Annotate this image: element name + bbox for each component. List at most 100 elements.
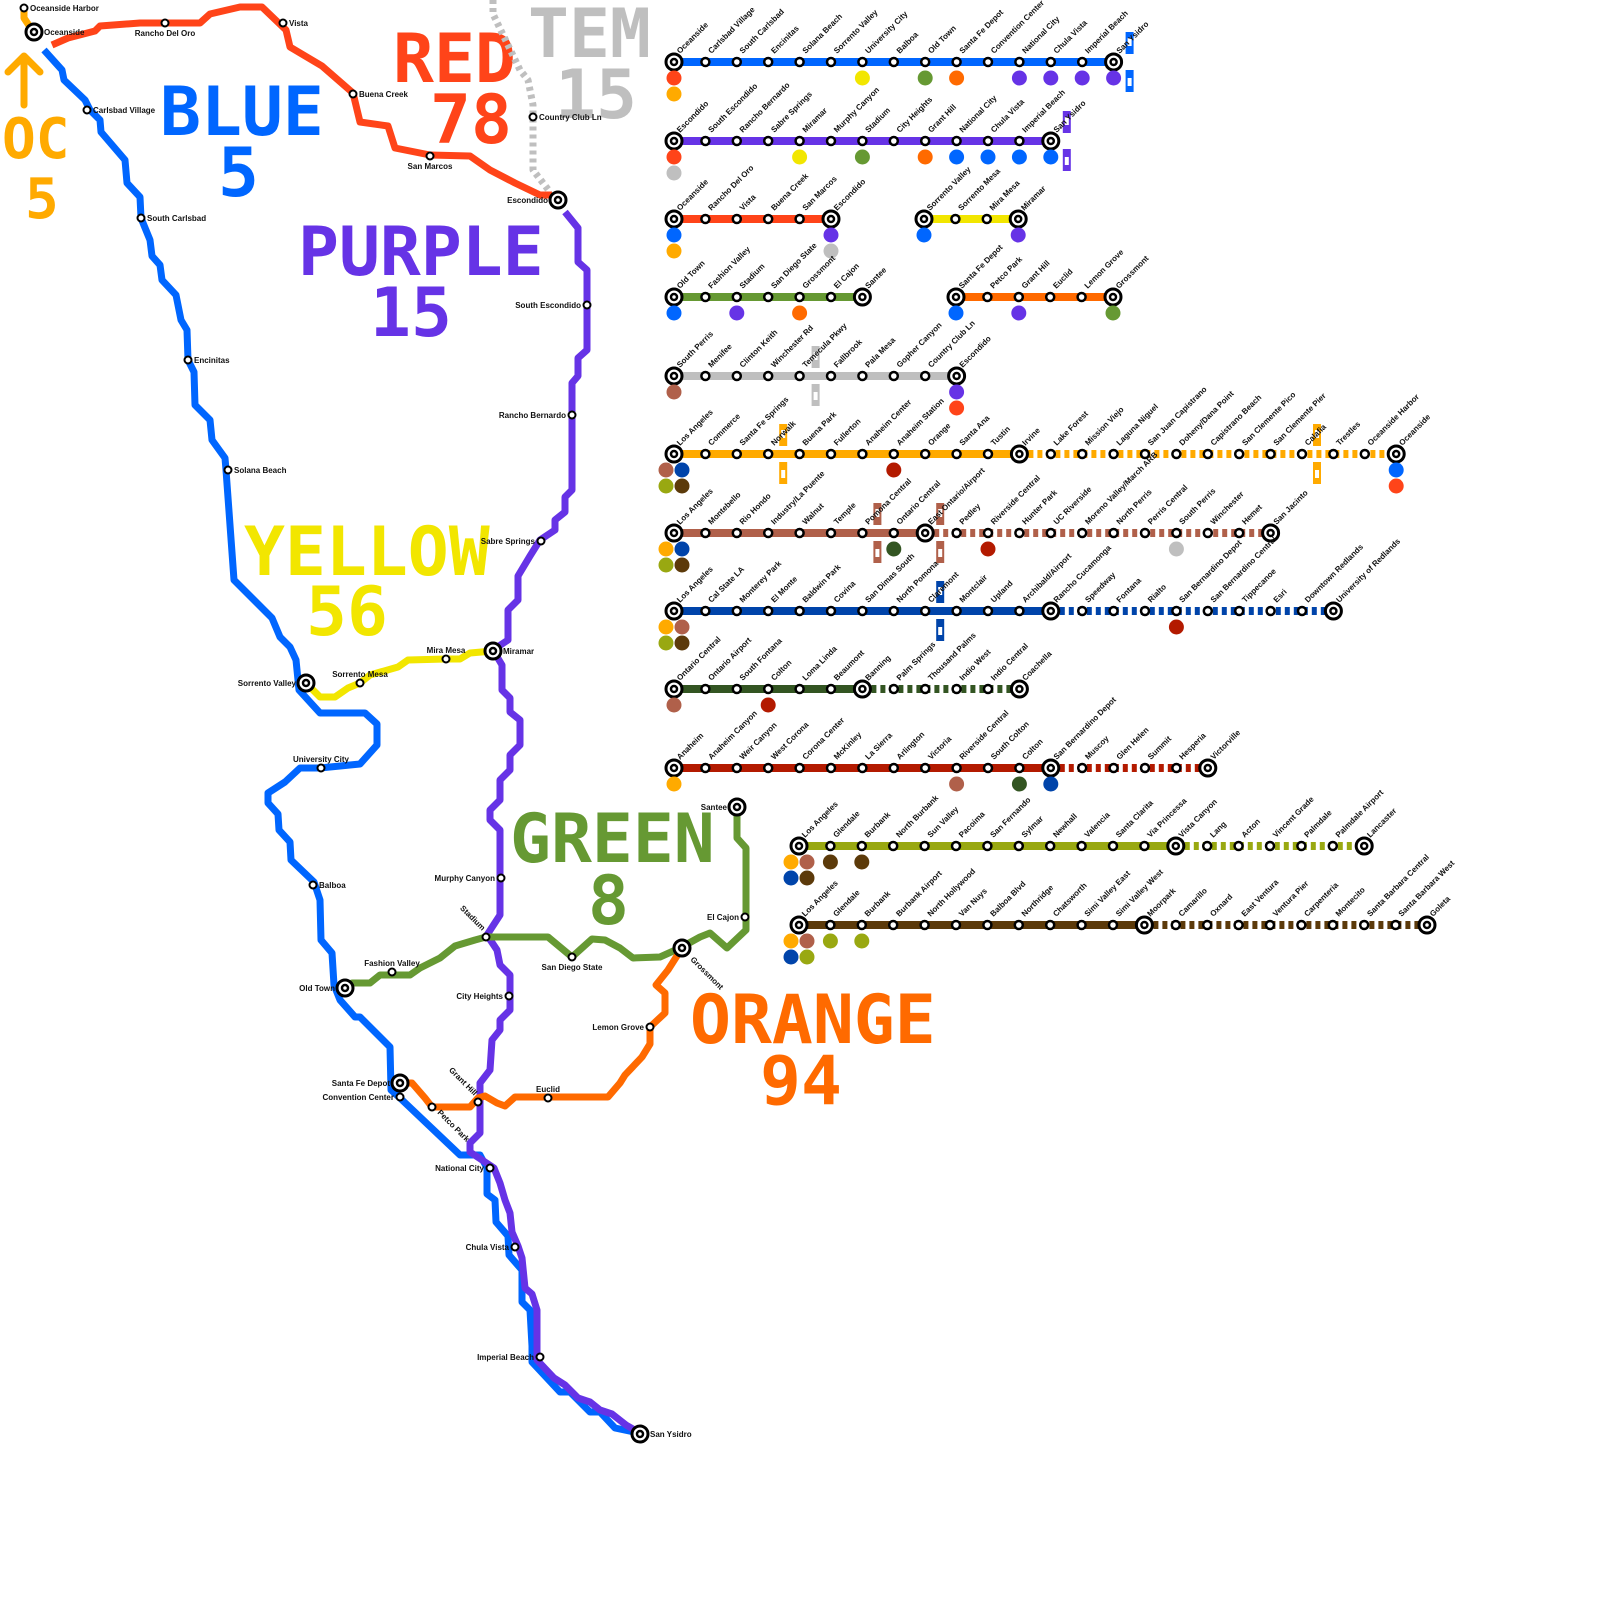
transfer-dot-foothill — [1043, 776, 1059, 792]
strip-station[interactable]: San Diego State — [762, 241, 819, 303]
station-icon — [825, 683, 837, 695]
strip-station-label: Escondido — [958, 334, 993, 369]
strip-station[interactable]: Burbank Airport — [887, 869, 944, 931]
map-station[interactable]: Santa Fe Depot — [332, 1073, 410, 1093]
strip-station[interactable]: Miramar — [1008, 184, 1048, 243]
map-station[interactable]: Santee — [701, 797, 747, 817]
map-station[interactable]: Solana Beach — [223, 465, 287, 475]
strip-station[interactable]: Rancho Bernardo — [731, 81, 792, 147]
strip-station[interactable]: Old Town — [664, 259, 707, 321]
map-station[interactable]: Sorrento Valley — [238, 673, 316, 693]
strip-station[interactable]: Anaheim Canyon — [700, 709, 759, 774]
strip-station[interactable]: Capistrano Beach — [1202, 393, 1264, 460]
map-station[interactable]: South Escondido — [515, 300, 592, 310]
map-station[interactable]: Convention Center — [322, 1092, 405, 1102]
map-station[interactable]: Sabre Springs — [481, 536, 546, 546]
map-station[interactable]: City Heights — [456, 991, 514, 1001]
strip-station[interactable]: Solana Beach — [794, 12, 845, 68]
strip-station[interactable]: Carlsbad Village — [700, 5, 757, 68]
map-station[interactable]: National City — [435, 1163, 495, 1173]
map-station[interactable]: Vista — [278, 18, 309, 28]
strip-station-label: Santa Barbara Central — [1365, 853, 1431, 919]
station-icon — [888, 527, 900, 539]
station-icon — [951, 135, 962, 147]
map-station[interactable]: Rancho Bernardo — [499, 410, 577, 420]
map-station[interactable]: Miramar — [483, 641, 534, 661]
strip-station[interactable]: Rancho Del Oro — [700, 163, 756, 225]
map-station[interactable]: Sorrento Mesa — [332, 670, 388, 688]
station-icon — [762, 448, 774, 460]
map-station[interactable]: Stadium — [458, 904, 491, 942]
map-station[interactable]: San Diego State — [542, 952, 603, 973]
strip-station[interactable]: Gopher Canyon — [888, 321, 944, 382]
strip-station[interactable]: Miramar — [792, 106, 829, 165]
map-station[interactable]: Murphy Canyon — [435, 873, 506, 883]
interchange-center — [669, 684, 679, 694]
strip-station[interactable]: Goleta — [1417, 894, 1452, 935]
strip-station[interactable]: Victorville — [1198, 728, 1243, 778]
station-icon — [645, 1022, 655, 1032]
station-icon — [919, 370, 931, 382]
strip-station[interactable]: Anaheim — [664, 731, 705, 792]
map-station[interactable]: Oceanside — [24, 22, 85, 42]
map-station[interactable]: Encinitas — [183, 355, 231, 365]
strip-station[interactable]: Stadium — [854, 106, 892, 165]
strip-station[interactable]: Vincent Grade — [1264, 794, 1316, 852]
station-icon — [700, 213, 711, 225]
map-station-label: Lemon Grove — [592, 1023, 644, 1032]
map-station-label: Murphy Canyon — [435, 874, 496, 883]
strip-station[interactable]: San Fernando — [982, 795, 1033, 852]
map-station[interactable]: El Cajon — [707, 912, 750, 922]
strip-station[interactable]: Pomona Central — [857, 477, 913, 539]
map-station[interactable]: University City — [293, 755, 350, 773]
strip-station[interactable]: San Dimas South — [857, 551, 916, 617]
strip-station[interactable]: Burbank — [854, 810, 893, 870]
map-station[interactable]: Country Club Ln — [528, 112, 602, 122]
strip-station[interactable]: Simi Valley East — [1076, 869, 1133, 931]
title-yellow-name: YELLOW — [244, 513, 490, 592]
station-icon — [825, 370, 837, 382]
strip-station-label: Glen Helen — [1115, 725, 1151, 761]
map-station[interactable]: Mira Mesa — [427, 646, 466, 664]
map-station[interactable]: Fashion Valley — [364, 959, 420, 977]
map-station[interactable]: South Carlsbad — [136, 213, 207, 223]
map-station[interactable]: Old Town — [299, 978, 355, 998]
strip-station-label: San Juan Capistrano — [1146, 385, 1209, 448]
strip-station[interactable]: Palm Springs — [888, 640, 938, 695]
strip-station[interactable]: South Escondido — [700, 81, 759, 147]
station-icon — [1358, 919, 1370, 931]
map-station[interactable]: Chula Vista — [466, 1242, 520, 1252]
strip-station[interactable]: North Burbank — [887, 793, 941, 852]
interchange-center — [1015, 449, 1024, 459]
interchange-center — [1391, 449, 1401, 459]
map-station[interactable]: San Marcos — [408, 151, 453, 172]
strip-station[interactable]: Anaheim Center — [857, 398, 913, 460]
station-icon — [857, 135, 868, 147]
station-icon — [762, 683, 774, 695]
transfer-dot-temecula — [1168, 541, 1184, 557]
strip-station[interactable]: Pedley — [951, 501, 983, 539]
strip-station[interactable]: Santee — [852, 265, 889, 307]
map-station[interactable]: San Ysidro — [630, 1424, 692, 1444]
strip-station[interactable]: San Jacinto — [1261, 488, 1310, 543]
strip-station[interactable]: Stadium — [729, 262, 767, 321]
strip-station[interactable]: Burbank — [854, 889, 893, 949]
map-station[interactable]: Escondido — [507, 190, 568, 210]
interchange-center — [732, 802, 742, 812]
map-station[interactable]: Grant Hill — [447, 1066, 483, 1107]
map-station[interactable]: Balboa — [308, 880, 347, 890]
strip-station-label: East Ontario/Airport — [926, 466, 987, 527]
map-station[interactable]: Oceanside Harbor — [19, 3, 99, 13]
map-station[interactable]: Lemon Grove — [592, 1022, 655, 1032]
map-station[interactable]: Buena Creek — [348, 89, 409, 99]
interchange-center — [669, 763, 679, 773]
strip-station[interactable]: Murphy Canyon — [825, 85, 881, 147]
map-station[interactable]: Euclid — [536, 1085, 560, 1103]
station-icon — [825, 919, 836, 931]
strip-station[interactable]: Fashion Valley — [700, 244, 753, 303]
map-station[interactable]: Rancho Del Oro — [135, 18, 196, 39]
map-station[interactable]: Carlsbad Village — [82, 105, 156, 115]
map-station[interactable]: Imperial Beach — [477, 1352, 545, 1362]
title-blue-name: BLUE — [160, 73, 324, 152]
station-icon — [919, 762, 931, 774]
